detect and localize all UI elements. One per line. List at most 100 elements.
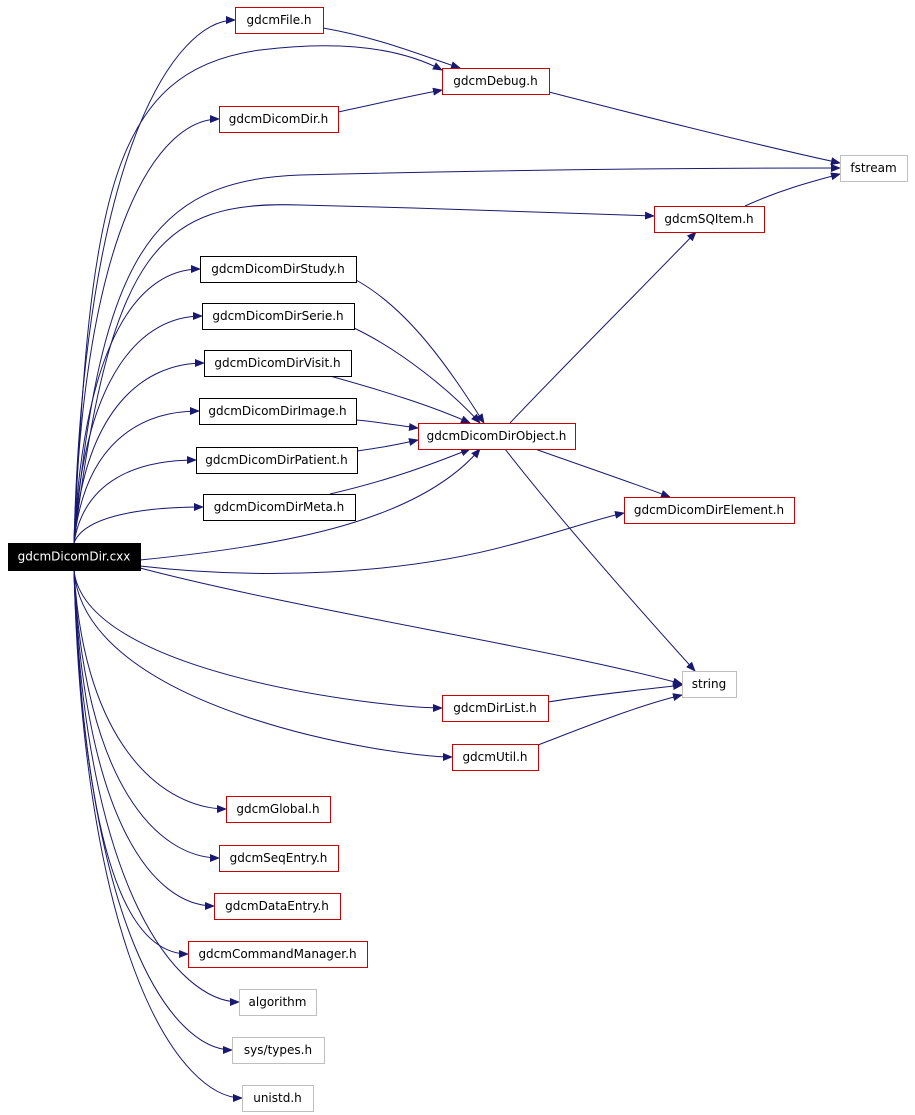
node-root: gdcmDicomDir.cxx bbox=[8, 543, 141, 571]
edge-util_h-to-string bbox=[537, 693, 683, 746]
edge-file_h-to-debug_h bbox=[322, 27, 461, 70]
node-box bbox=[199, 398, 357, 425]
node-cmdmgr_h[interactable]: gdcmCommandManager.h bbox=[188, 941, 368, 968]
node-box bbox=[219, 845, 339, 872]
node-box bbox=[8, 543, 141, 571]
node-label: gdcmGlobal.h bbox=[236, 802, 319, 816]
edge-root-to-cmdmgr_h bbox=[73, 569, 189, 958]
edge-meta_h-to-object_h bbox=[329, 448, 471, 495]
node-label: string bbox=[692, 677, 726, 691]
edge-root-to-visit_h bbox=[73, 359, 205, 544]
node-object_h[interactable]: gdcmDicomDirObject.h bbox=[418, 423, 576, 450]
edge-sqitem_h-to-fstream bbox=[744, 172, 841, 207]
node-label: gdcmDicomDirVisit.h bbox=[214, 356, 340, 370]
node-box bbox=[202, 303, 355, 330]
node-label: fstream bbox=[850, 161, 896, 175]
edge-root-to-algorithm bbox=[73, 569, 240, 1006]
node-box bbox=[204, 350, 352, 377]
node-box bbox=[219, 106, 339, 133]
node-label: gdcmDataEntry.h bbox=[225, 899, 329, 913]
node-study_h[interactable]: gdcmDicomDirStudy.h bbox=[200, 256, 357, 283]
node-box bbox=[214, 893, 341, 920]
node-label: gdcmDicomDir.cxx bbox=[18, 550, 131, 564]
node-label: gdcmDebug.h bbox=[453, 74, 537, 88]
node-util_h[interactable]: gdcmUtil.h bbox=[452, 744, 539, 771]
node-debug_h[interactable]: gdcmDebug.h bbox=[442, 68, 550, 95]
node-serie_h[interactable]: gdcmDicomDirSerie.h bbox=[202, 303, 355, 330]
node-algorithm: algorithm bbox=[239, 989, 317, 1016]
node-image_h[interactable]: gdcmDicomDirImage.h bbox=[199, 398, 357, 425]
edge-root-to-element_h bbox=[139, 510, 625, 574]
node-box bbox=[654, 206, 765, 233]
edge-root-to-dataentry_h bbox=[73, 569, 215, 910]
node-label: gdcmSeqEntry.h bbox=[230, 851, 328, 865]
edge-debug_h-to-fstream bbox=[548, 91, 841, 166]
node-file_h[interactable]: gdcmFile.h bbox=[235, 7, 324, 34]
edge-root-to-patient_h bbox=[73, 456, 197, 544]
edge-root-to-util_h bbox=[73, 569, 453, 761]
edges-layer bbox=[73, 16, 841, 1102]
node-dataentry_h[interactable]: gdcmDataEntry.h bbox=[214, 893, 341, 920]
node-box bbox=[624, 497, 795, 524]
edge-root-to-serie_h bbox=[73, 312, 203, 544]
node-label: gdcmDicomDirObject.h bbox=[427, 429, 567, 443]
node-label: algorithm bbox=[249, 995, 307, 1009]
node-label: gdcmDicomDirStudy.h bbox=[211, 262, 345, 276]
node-global_h[interactable]: gdcmGlobal.h bbox=[226, 796, 331, 823]
edge-root-to-systypes_h bbox=[73, 569, 233, 1054]
node-dirlist_h[interactable]: gdcmDirList.h bbox=[442, 695, 549, 722]
node-box bbox=[232, 1037, 325, 1064]
edge-root-to-fstream bbox=[73, 164, 841, 544]
node-box bbox=[203, 494, 356, 521]
node-unistd_h: unistd.h bbox=[242, 1085, 314, 1112]
edge-root-to-study_h bbox=[73, 265, 201, 544]
node-box bbox=[200, 256, 357, 283]
node-label: gdcmDicomDirImage.h bbox=[208, 404, 346, 418]
edge-visit_h-to-object_h bbox=[329, 375, 471, 424]
node-fstream: fstream bbox=[840, 155, 908, 182]
edge-root-to-object_h bbox=[139, 448, 481, 561]
node-box bbox=[682, 671, 737, 698]
node-patient_h[interactable]: gdcmDicomDirPatient.h bbox=[196, 447, 358, 474]
node-box bbox=[418, 423, 576, 450]
node-meta_h[interactable]: gdcmDicomDirMeta.h bbox=[203, 494, 356, 521]
node-box bbox=[840, 155, 908, 182]
edge-root-to-dicomdir_h bbox=[73, 115, 220, 544]
node-seqentry_h[interactable]: gdcmSeqEntry.h bbox=[219, 845, 339, 872]
node-label: gdcmSQItem.h bbox=[664, 212, 753, 226]
node-dicomdir_h[interactable]: gdcmDicomDir.h bbox=[219, 106, 339, 133]
node-label: gdcmDicomDirElement.h bbox=[634, 503, 784, 517]
node-label: gdcmDicomDirMeta.h bbox=[214, 500, 344, 514]
node-label: gdcmCommandManager.h bbox=[198, 947, 356, 961]
node-label: sys/types.h bbox=[244, 1043, 312, 1057]
node-element_h[interactable]: gdcmDicomDirElement.h bbox=[624, 497, 795, 524]
node-box bbox=[239, 989, 317, 1016]
node-sqitem_h[interactable]: gdcmSQItem.h bbox=[654, 206, 765, 233]
edge-object_h-to-string bbox=[504, 448, 696, 672]
edge-serie_h-to-object_h bbox=[353, 327, 481, 424]
edge-root-to-meta_h bbox=[73, 503, 204, 544]
node-box bbox=[242, 1085, 314, 1112]
edge-root-to-dirlist_h bbox=[73, 569, 443, 712]
node-box bbox=[442, 695, 549, 722]
node-label: unistd.h bbox=[253, 1091, 302, 1105]
node-label: gdcmUtil.h bbox=[462, 750, 527, 764]
edge-root-to-global_h bbox=[73, 569, 227, 813]
node-label: gdcmDicomDirPatient.h bbox=[205, 453, 347, 467]
nodes-layer: gdcmDicomDir.cxx gdcmFile.h gdcmDebug.h gdc… bbox=[8, 7, 908, 1112]
edge-root-to-string bbox=[139, 567, 683, 686]
edge-root-to-seqentry_h bbox=[73, 569, 220, 862]
node-box bbox=[226, 796, 331, 823]
edge-root-to-sqitem_h bbox=[73, 204, 655, 544]
node-systypes_h: sys/types.h bbox=[232, 1037, 325, 1064]
node-label: gdcmDicomDir.h bbox=[229, 112, 329, 126]
edge-dicomdir_h-to-debug_h bbox=[337, 87, 443, 113]
node-box bbox=[442, 68, 550, 95]
edge-patient_h-to-object_h bbox=[356, 438, 419, 452]
edge-root-to-unistd_h bbox=[73, 569, 243, 1102]
node-box bbox=[196, 447, 358, 474]
edge-study_h-to-object_h bbox=[355, 279, 485, 424]
node-visit_h[interactable]: gdcmDicomDirVisit.h bbox=[204, 350, 352, 377]
edge-image_h-to-object_h bbox=[355, 419, 419, 431]
